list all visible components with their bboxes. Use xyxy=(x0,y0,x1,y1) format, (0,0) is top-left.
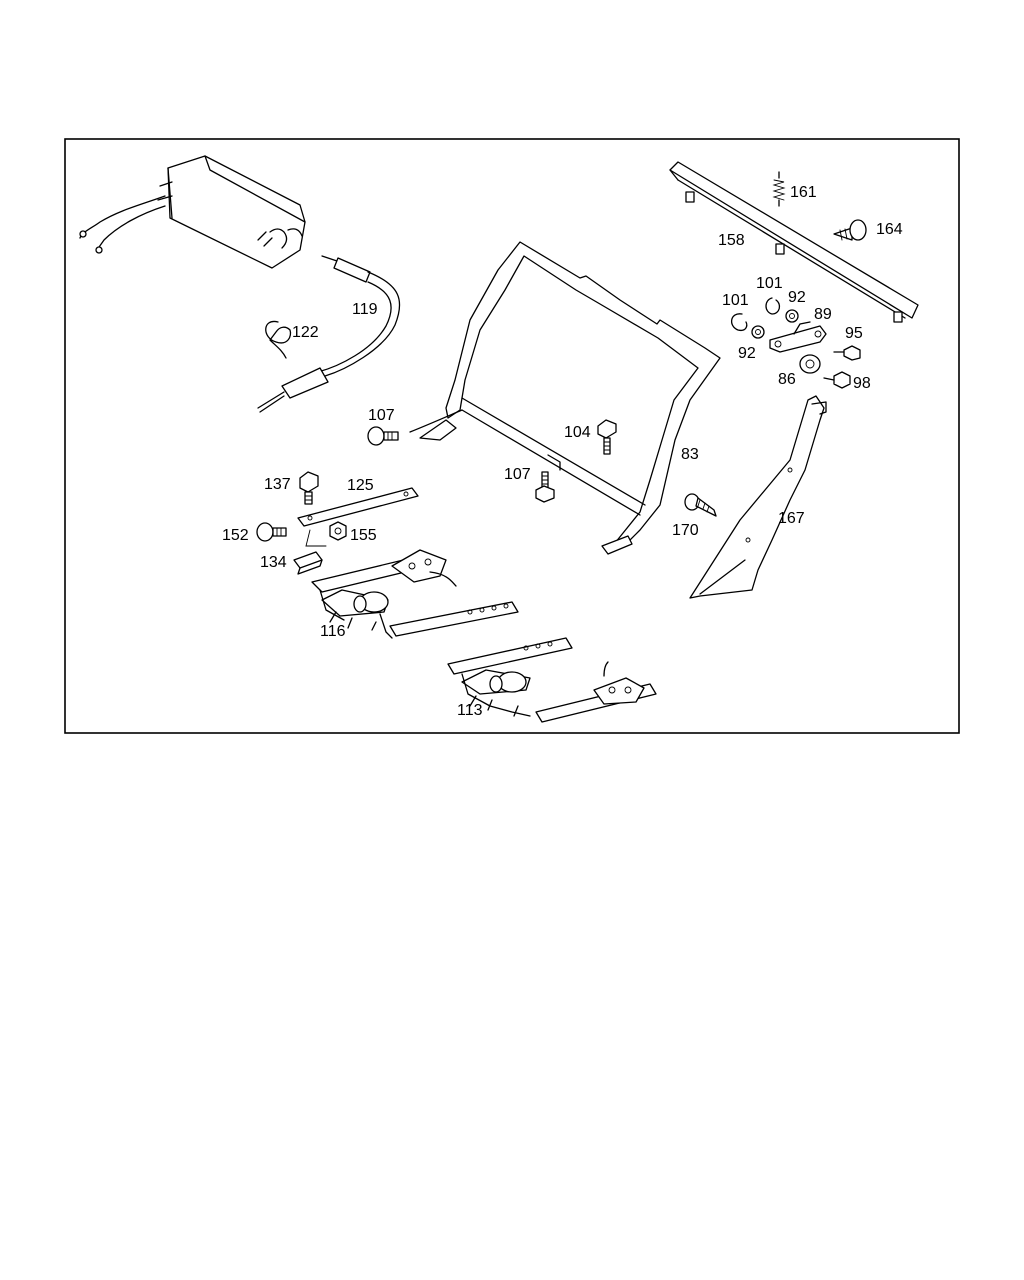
seat-adjuster-113 xyxy=(447,637,657,723)
bolt-104 xyxy=(597,419,617,455)
label-98: 98 xyxy=(853,375,871,392)
label-155: 155 xyxy=(350,527,377,544)
bolt-152 xyxy=(256,522,287,542)
label-122: 122 xyxy=(292,324,319,341)
label-116: 116 xyxy=(320,623,346,640)
seat-adjuster-116 xyxy=(311,549,519,639)
clip-134 xyxy=(293,551,323,575)
spring-161 xyxy=(772,171,786,207)
strip-125 xyxy=(297,487,419,527)
bolt-137 xyxy=(299,471,319,505)
trim-panel-167 xyxy=(689,395,827,599)
label-161: 161 xyxy=(790,184,817,201)
label-167: 167 xyxy=(778,510,805,527)
screw-170 xyxy=(684,493,717,517)
screw-164 xyxy=(833,219,867,241)
label-89: 89 xyxy=(814,306,832,323)
nut-155 xyxy=(305,521,347,547)
rail-158 xyxy=(669,161,919,323)
diagram-border xyxy=(64,138,960,734)
control-unit xyxy=(79,155,306,269)
label-170: 170 xyxy=(672,522,699,539)
label-107-left: 107 xyxy=(368,407,395,424)
seat-frame-83 xyxy=(409,241,721,555)
label-101-left: 101 xyxy=(722,292,749,309)
cable-119 xyxy=(257,255,401,413)
label-125: 125 xyxy=(347,477,374,494)
label-119: 119 xyxy=(352,301,378,318)
label-101-right: 101 xyxy=(756,275,783,292)
bolt-107-left xyxy=(367,426,399,446)
label-113: 113 xyxy=(457,702,483,719)
label-158: 158 xyxy=(718,232,745,249)
label-164: 164 xyxy=(876,221,903,238)
label-134: 134 xyxy=(260,554,287,571)
label-86: 86 xyxy=(778,371,796,388)
bolt-107-middle xyxy=(535,471,555,503)
label-107-middle: 107 xyxy=(504,466,531,483)
label-95: 95 xyxy=(845,325,863,342)
label-137: 137 xyxy=(264,476,291,493)
label-83: 83 xyxy=(681,446,699,463)
label-92-bottom: 92 xyxy=(738,345,756,362)
label-152: 152 xyxy=(222,527,249,544)
cable-tie-122 xyxy=(265,320,292,359)
label-104: 104 xyxy=(564,424,591,441)
hardware-group xyxy=(731,297,861,389)
label-92-top: 92 xyxy=(788,289,806,306)
